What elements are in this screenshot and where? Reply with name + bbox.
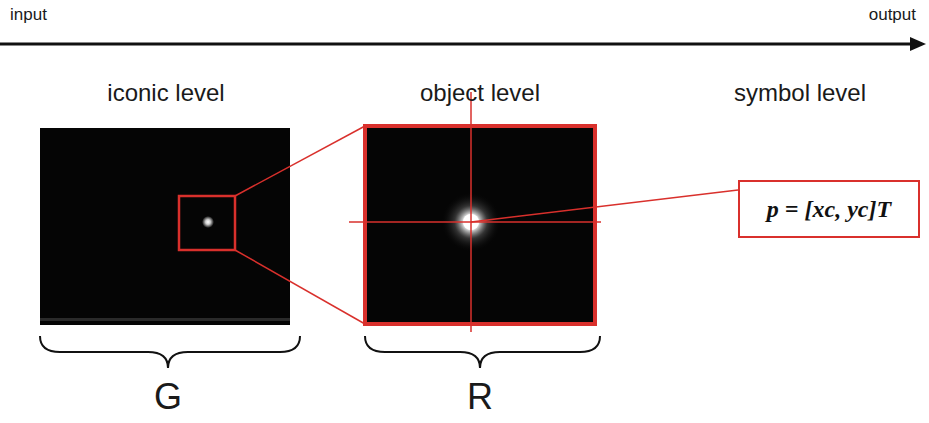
image-noise	[40, 318, 290, 321]
leader-line	[471, 190, 738, 222]
brace	[40, 336, 300, 368]
crosshair	[470, 92, 472, 332]
level-title: object level	[420, 80, 540, 106]
formula-text: p = [xc, yc]T	[767, 196, 891, 222]
region-box	[179, 196, 235, 250]
set-symbol: G	[154, 377, 182, 417]
level-title: symbol level	[734, 80, 866, 106]
zoom-line	[235, 250, 365, 324]
axis-arrowhead	[910, 37, 926, 51]
set-symbol: R	[467, 377, 493, 417]
level-title: iconic level	[107, 80, 224, 106]
axis-label: output	[869, 6, 916, 25]
object-image	[365, 126, 595, 324]
zoom-line	[235, 126, 365, 196]
light-spot	[202, 216, 214, 228]
brace	[365, 336, 600, 368]
axis-label: input	[10, 6, 47, 25]
symbol-box: p = [xc, yc]T	[738, 180, 920, 238]
axis-line	[0, 43, 912, 46]
iconic-image	[40, 128, 290, 325]
